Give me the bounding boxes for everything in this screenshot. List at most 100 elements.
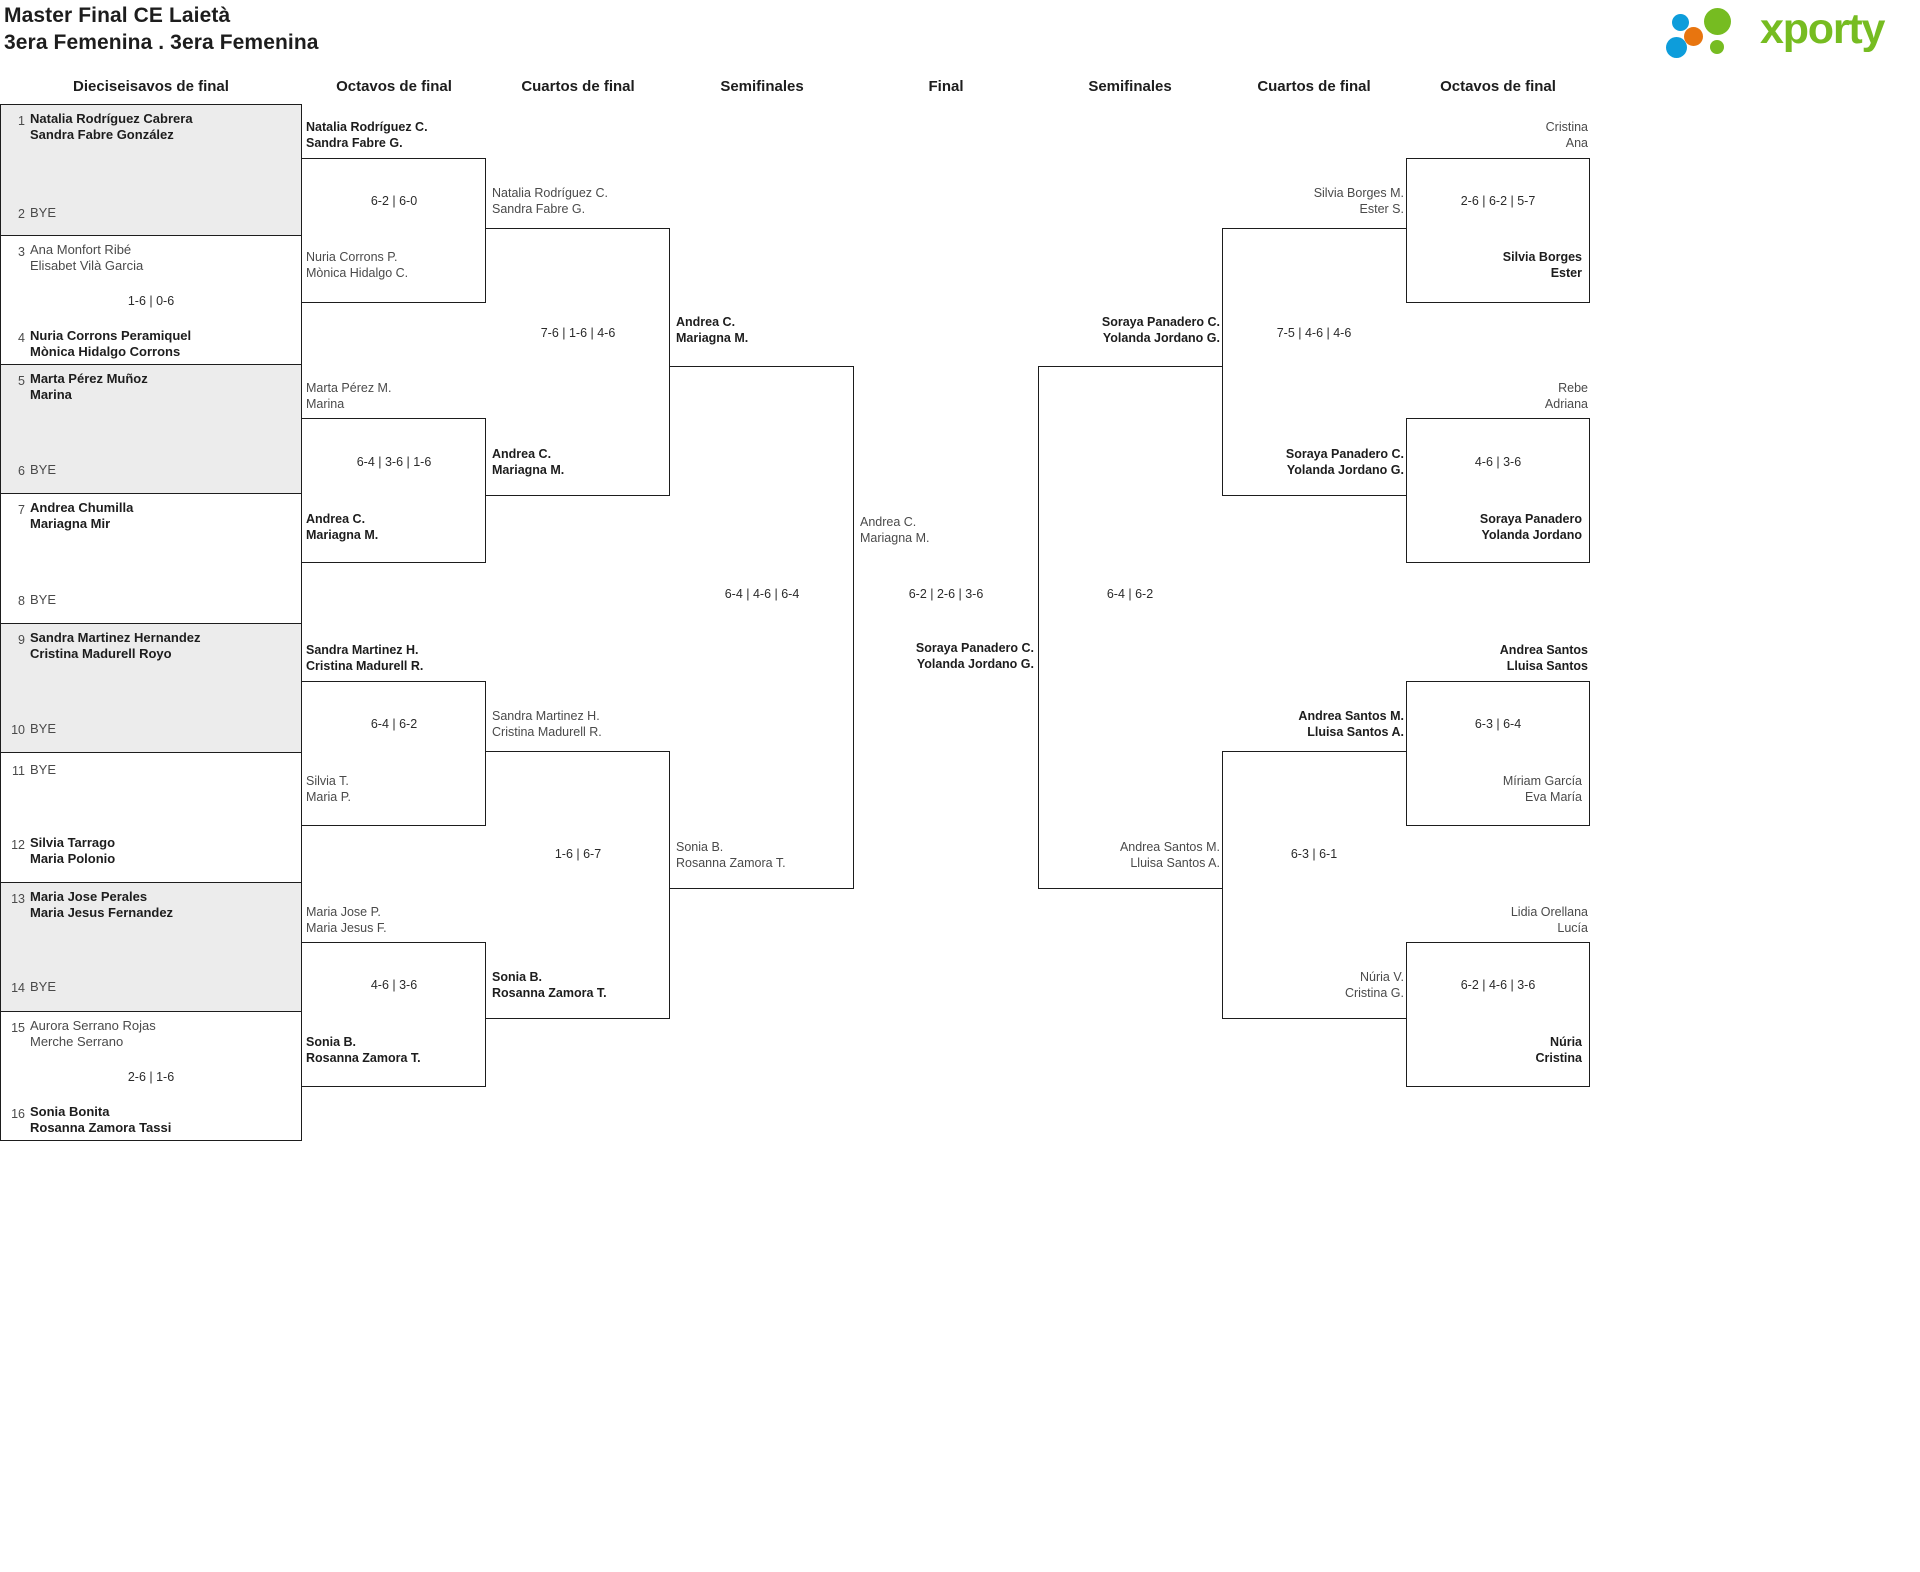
r8-left-match-4-box[interactable] (302, 942, 486, 1087)
player-name: Sandra Fabre G. (306, 135, 403, 150)
r8-left-match-4-top[interactable]: Maria Jose P. Maria Jesus F. (306, 905, 387, 936)
seed-pair[interactable]: 15 Aurora Serrano Rojas Merche Serrano 2… (1, 1012, 301, 1141)
seed-pair[interactable]: 1 Natalia Rodríguez Cabrera Sandra Fabre… (1, 105, 301, 236)
tournament-name: Master Final CE Laietà (4, 4, 231, 27)
seed-entry[interactable]: 14 BYE (1, 978, 301, 996)
player-name: Eva María (1525, 789, 1582, 804)
r8-left-match-3-bottom[interactable]: Silvia T. Maria P. (306, 774, 351, 805)
final-left-competitor[interactable]: Andrea C. Mariagna M. (860, 515, 929, 546)
round-header-left-qf: Cuartos de final (521, 78, 635, 95)
player-name: Maria Jose P. (306, 905, 381, 919)
seed-entry[interactable]: 10 BYE (1, 720, 301, 738)
seed-entry[interactable]: 15 Aurora Serrano Rojas Merche Serrano (1, 1018, 301, 1049)
seed-players: Maria Jose Perales Maria Jesus Fernandez (30, 889, 173, 920)
qf-left-match-1-bottom[interactable]: Andrea C. Mariagna M. (492, 447, 564, 478)
player-name: Mariagna M. (306, 527, 379, 542)
r8-right-match-4-box[interactable] (1406, 942, 1590, 1087)
final-score: 6-2 | 2-6 | 3-6 (908, 587, 984, 601)
match-score: 6-4 | 6-2 (370, 717, 418, 731)
r8-left-match-1-top[interactable]: Natalia Rodríguez C. Sandra Fabre G. (306, 120, 428, 151)
seed-pair[interactable]: 5 Marta Pérez Muñoz Marina 6 BYE (1, 365, 301, 494)
r8-right-match-2-box[interactable] (1406, 418, 1590, 563)
sf-left-box[interactable] (670, 366, 854, 889)
qf-right-match-2-top[interactable]: Andrea Santos M. Lluisa Santos A. (1222, 709, 1404, 740)
sf-right-box[interactable] (1038, 366, 1222, 889)
r8-left-match-1-bottom[interactable]: Nuria Corrons P. Mònica Hidalgo C. (306, 250, 408, 281)
round-header-left-sf: Semifinales (720, 78, 804, 95)
seed-number: 5 (18, 374, 25, 388)
qf-left-match-2-top[interactable]: Sandra Martinez H. Cristina Madurell R. (492, 709, 602, 740)
r8-left-match-3-box[interactable] (302, 681, 486, 826)
qf-right-match-2-bottom[interactable]: Núria V. Cristina G. (1222, 970, 1404, 1001)
qf-right-match-1-bottom[interactable]: Soraya Panadero C. Yolanda Jordano G. (1222, 447, 1404, 478)
round-header-left-r8: Octavos de final (336, 78, 452, 95)
seed-pair[interactable]: 13 Maria Jose Perales Maria Jesus Fernan… (1, 883, 301, 1012)
sf-left-bottom[interactable]: Sonia B. Rosanna Zamora T. (676, 840, 786, 871)
r8-right-match-1-top[interactable]: Cristina Ana (1406, 120, 1588, 151)
player-name: Mariagna Mir (30, 515, 111, 531)
bye-label: BYE (30, 592, 57, 607)
seed-entry[interactable]: 7 Andrea Chumilla Mariagna Mir (1, 500, 301, 531)
seed-entry[interactable]: 16 Sonia Bonita Rosanna Zamora Tassi (1, 1104, 301, 1135)
seed-number: 14 (11, 981, 25, 995)
seed-players: Natalia Rodríguez Cabrera Sandra Fabre G… (30, 111, 193, 142)
r8-right-match-4-bottom[interactable]: Núria Cristina (1406, 1035, 1582, 1066)
seed-number: 15 (11, 1021, 25, 1035)
sf-right-bottom[interactable]: Andrea Santos M. Lluisa Santos A. (1038, 840, 1220, 871)
logo-dot-orange (1684, 27, 1703, 46)
r8-left-match-2-bottom[interactable]: Andrea C. Mariagna M. (306, 512, 378, 543)
seed-entry[interactable]: 12 Silvia Tarrago Maria Polonio (1, 835, 301, 866)
seed-entry[interactable]: 13 Maria Jose Perales Maria Jesus Fernan… (1, 889, 301, 920)
r8-left-match-3-top[interactable]: Sandra Martinez H. Cristina Madurell R. (306, 643, 423, 674)
seed-entry[interactable]: 4 Nuria Corrons Peramiquel Mònica Hidalg… (1, 328, 301, 359)
seed-pair[interactable]: 7 Andrea Chumilla Mariagna Mir 8 BYE (1, 494, 301, 624)
qf-right-match-1-box[interactable] (1222, 228, 1406, 496)
seed-pair[interactable]: 3 Ana Monfort Ribé Elisabet Vilà Garcia … (1, 236, 301, 365)
sf-left-top[interactable]: Andrea C. Mariagna M. (676, 315, 748, 346)
player-name: Marta Pérez M. (306, 381, 392, 395)
qf-left-match-1-top[interactable]: Natalia Rodríguez C. Sandra Fabre G. (492, 186, 608, 217)
r8-right-match-1-box[interactable] (1406, 158, 1590, 303)
player-name: Natalia Rodríguez C. (306, 120, 428, 134)
seed-entry[interactable]: 6 BYE (1, 461, 301, 479)
player-name: Soraya Panadero (1479, 512, 1582, 526)
logo-dot-green-small (1710, 40, 1724, 54)
seed-pair[interactable]: 11 BYE 12 Silvia Tarrago Maria Polonio (1, 753, 301, 883)
qf-right-match-1-top[interactable]: Silvia Borges M. Ester S. (1222, 186, 1404, 217)
r8-right-match-4-top[interactable]: Lidia Orellana Lucía (1406, 905, 1588, 936)
seed-entry[interactable]: 8 BYE (1, 591, 301, 609)
r8-right-match-1-bottom[interactable]: Silvia Borges Ester (1406, 250, 1582, 281)
seed-entry[interactable]: 3 Ana Monfort Ribé Elisabet Vilà Garcia (1, 242, 301, 273)
seed-entry[interactable]: 1 Natalia Rodríguez Cabrera Sandra Fabre… (1, 111, 301, 142)
seed-entry[interactable]: 9 Sandra Martinez Hernandez Cristina Mad… (1, 630, 301, 661)
qf-left-match-1-box[interactable] (486, 228, 670, 496)
player-name: Yolanda Jordano (1481, 527, 1582, 542)
seed-number: 3 (18, 245, 25, 259)
seed-entry[interactable]: 5 Marta Pérez Muñoz Marina (1, 371, 301, 402)
r8-right-match-2-bottom[interactable]: Soraya Panadero Yolanda Jordano (1406, 512, 1582, 543)
qf-right-match-2-box[interactable] (1222, 751, 1406, 1019)
qf-left-match-2-box[interactable] (486, 751, 670, 1019)
player-name: Míriam García (1502, 774, 1582, 788)
bye-label: BYE (30, 979, 57, 994)
r8-right-match-3-top[interactable]: Andrea Santos Lluisa Santos (1406, 643, 1588, 674)
match-score: 6-4 | 6-2 (1106, 587, 1154, 601)
qf-left-match-2-bottom[interactable]: Sonia B. Rosanna Zamora T. (492, 970, 607, 1001)
sf-right-top[interactable]: Soraya Panadero C. Yolanda Jordano G. (1038, 315, 1220, 346)
r8-left-match-1-box[interactable] (302, 158, 486, 303)
seed-pair[interactable]: 9 Sandra Martinez Hernandez Cristina Mad… (1, 624, 301, 753)
r8-left-match-2-top[interactable]: Marta Pérez M. Marina (306, 381, 391, 412)
r8-left-match-2-box[interactable] (302, 418, 486, 563)
r8-right-match-3-box[interactable] (1406, 681, 1590, 826)
r8-right-match-3-bottom[interactable]: Míriam García Eva María (1406, 774, 1582, 805)
seed-entry[interactable]: 11 BYE (1, 761, 301, 779)
player-name: Soraya Panadero C. (1101, 315, 1220, 329)
player-name: Cristina (1535, 1050, 1582, 1065)
seed-number: 2 (18, 207, 25, 221)
final-right-competitor[interactable]: Soraya Panadero C. Yolanda Jordano G. (854, 641, 1034, 672)
r8-left-match-4-bottom[interactable]: Sonia B. Rosanna Zamora T. (306, 1035, 421, 1066)
player-name: Aurora Serrano Rojas (30, 1018, 156, 1033)
seed-entry[interactable]: 2 BYE (1, 204, 301, 222)
player-name: Marina (30, 386, 72, 402)
r8-right-match-2-top[interactable]: Rebe Adriana (1406, 381, 1588, 412)
